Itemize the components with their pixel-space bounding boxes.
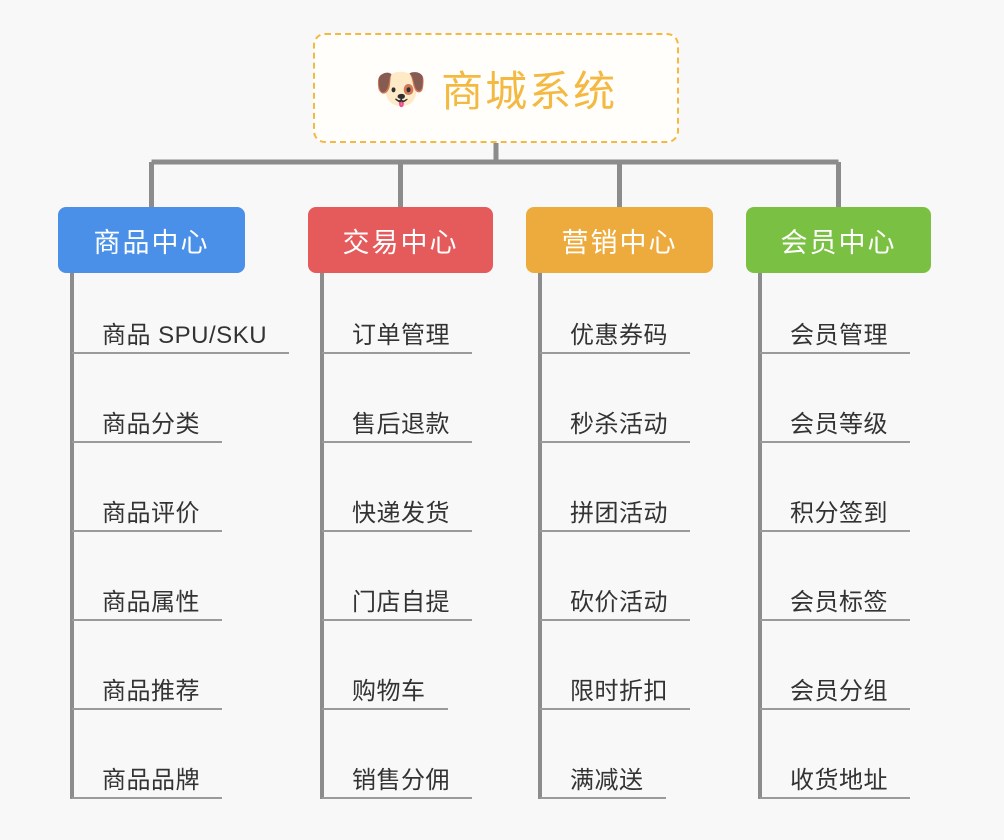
- leaf-label: 会员标签: [790, 589, 888, 616]
- leaf-label: 会员管理: [790, 322, 888, 349]
- leaf-label: 满减送: [570, 767, 644, 794]
- leaf-item[interactable]: 秒杀活动: [540, 397, 690, 443]
- leaf-label: 收货地址: [790, 767, 888, 794]
- branch-label: 会员中心: [780, 227, 897, 258]
- leaf-item[interactable]: 拼团活动: [540, 486, 690, 532]
- leaf-label: 销售分佣: [352, 767, 450, 794]
- leaf-item[interactable]: 砍价活动: [540, 575, 690, 621]
- branch-box-2[interactable]: 交易中心: [308, 207, 493, 273]
- leaf-item[interactable]: 销售分佣: [322, 753, 472, 799]
- leaf-label: 会员分组: [790, 678, 888, 705]
- branch-label: 交易中心: [342, 227, 459, 258]
- root-title: 商城系统: [441, 67, 618, 115]
- leaf-label: 会员等级: [790, 411, 888, 438]
- branch-box-3[interactable]: 营销中心: [526, 207, 713, 273]
- leaf-item[interactable]: 购物车: [322, 664, 448, 710]
- leaf-item[interactable]: 门店自提: [322, 575, 472, 621]
- leaf-item[interactable]: 优惠券码: [540, 308, 690, 354]
- leaf-item[interactable]: 满减送: [540, 753, 666, 799]
- leaf-item[interactable]: 会员标签: [760, 575, 910, 621]
- leaf-label: 购物车: [352, 678, 426, 705]
- leaf-label: 秒杀活动: [570, 411, 668, 438]
- leaf-item[interactable]: 会员分组: [760, 664, 910, 710]
- leaf-label: 砍价活动: [570, 589, 668, 616]
- leaf-item[interactable]: 商品分类: [72, 397, 222, 443]
- leaf-item[interactable]: 售后退款: [322, 397, 472, 443]
- leaf-item[interactable]: 限时折扣: [540, 664, 690, 710]
- leaf-label: 商品推荐: [102, 678, 200, 705]
- leaf-item[interactable]: 商品品牌: [72, 753, 222, 799]
- leaf-item[interactable]: 商品属性: [72, 575, 222, 621]
- leaf-label: 商品分类: [102, 411, 200, 438]
- leaf-label: 门店自提: [352, 589, 450, 616]
- shiba-dog-face-icon: 🐶: [374, 65, 428, 112]
- leaf-label: 快递发货: [352, 500, 450, 527]
- leaf-item[interactable]: 快递发货: [322, 486, 472, 532]
- leaf-item[interactable]: 会员等级: [760, 397, 910, 443]
- branch-box-4[interactable]: 会员中心: [746, 207, 931, 273]
- leaf-item[interactable]: 商品推荐: [72, 664, 222, 710]
- root-node[interactable]: 🐶 商城系统: [313, 33, 679, 143]
- leaf-label: 商品属性: [102, 589, 200, 616]
- leaf-label: 拼团活动: [570, 500, 668, 527]
- leaf-item[interactable]: 订单管理: [322, 308, 472, 354]
- leaf-label: 商品评价: [102, 500, 200, 527]
- branch-label: 营销中心: [561, 227, 678, 258]
- leaf-item[interactable]: 会员管理: [760, 308, 910, 354]
- leaf-label: 限时折扣: [570, 678, 668, 705]
- branch-label: 商品中心: [93, 227, 210, 258]
- leaf-label: 商品 SPU/SKU: [102, 322, 268, 349]
- branch-box-1[interactable]: 商品中心: [58, 207, 245, 273]
- leaf-label: 商品品牌: [102, 767, 200, 794]
- leaf-item[interactable]: 积分签到: [760, 486, 910, 532]
- leaf-item[interactable]: 收货地址: [760, 753, 910, 799]
- leaf-label: 售后退款: [352, 411, 450, 438]
- leaf-label: 优惠券码: [570, 322, 668, 349]
- leaf-label: 订单管理: [352, 322, 450, 349]
- leaf-item[interactable]: 商品 SPU/SKU: [72, 308, 290, 354]
- leaf-label: 积分签到: [790, 500, 888, 527]
- leaf-item[interactable]: 商品评价: [72, 486, 222, 532]
